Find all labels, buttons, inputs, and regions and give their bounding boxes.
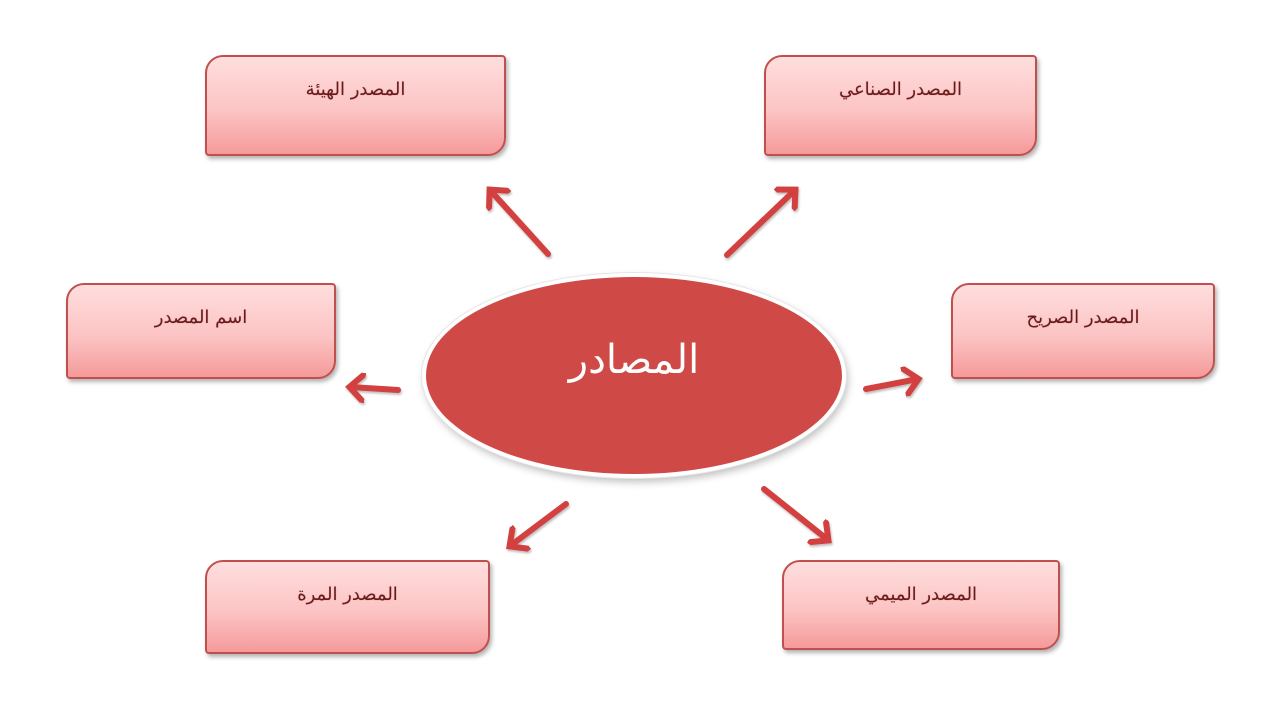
- arrow-to-middle-left: [350, 387, 401, 390]
- arrow-to-bottom-right: [761, 486, 828, 540]
- arrow-to-top-left: [490, 190, 551, 257]
- node-label: المصدر الصريح: [1026, 307, 1140, 328]
- node-bottom-left[interactable]: المصدر المرة: [205, 560, 490, 654]
- node-label: المصدر الهيئة: [305, 79, 406, 100]
- node-label: اسم المصدر: [154, 307, 248, 328]
- node-bottom-right[interactable]: المصدر الميمي: [782, 560, 1060, 650]
- arrow-to-middle-right: [863, 379, 918, 389]
- center-label: المصادر: [568, 337, 700, 383]
- center-node[interactable]: المصادر: [422, 273, 846, 478]
- node-top-right[interactable]: المصدر الصناعي: [764, 55, 1037, 156]
- arrow-to-top-right: [724, 190, 795, 258]
- node-middle-right[interactable]: المصدر الصريح: [951, 283, 1215, 379]
- node-label: المصدر المرة: [297, 584, 398, 605]
- node-label: المصدر الميمي: [864, 584, 978, 605]
- node-top-left[interactable]: المصدر الهيئة: [205, 55, 506, 156]
- arrow-to-bottom-left: [510, 501, 569, 546]
- node-middle-left[interactable]: اسم المصدر: [66, 283, 336, 379]
- node-label: المصدر الصناعي: [838, 79, 963, 100]
